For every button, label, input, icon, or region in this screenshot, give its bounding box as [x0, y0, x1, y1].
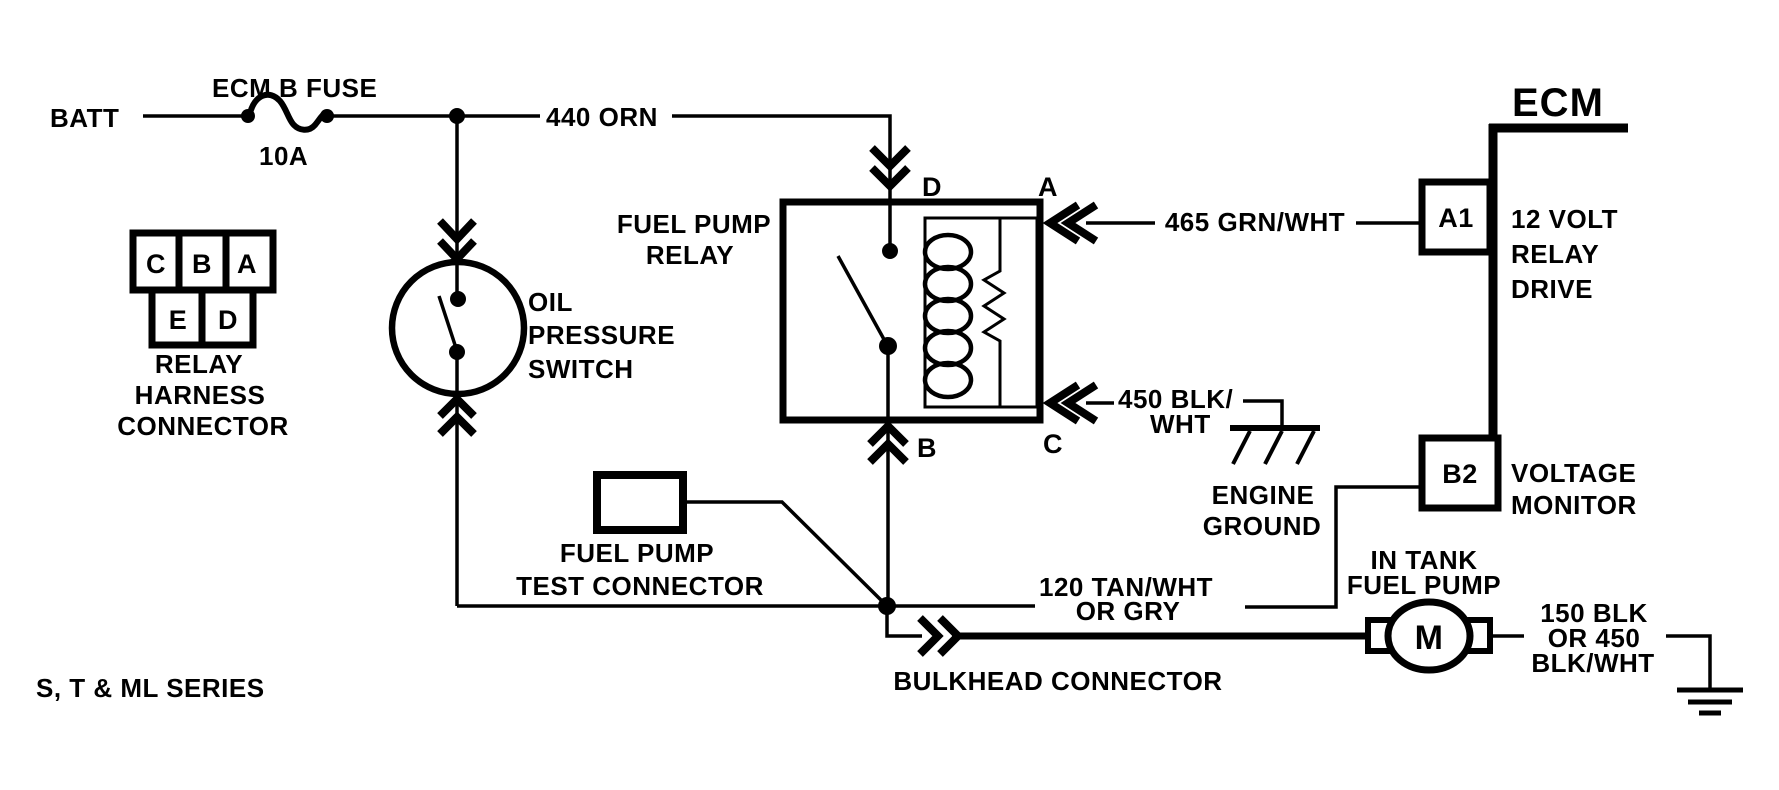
ecm-a1-function-line1: 12 VOLT — [1511, 204, 1618, 234]
relay-coil-loop — [922, 296, 974, 336]
harness-pin-c: C — [146, 249, 166, 279]
relay-resistor — [981, 218, 1007, 407]
relay-contact-top — [882, 243, 898, 259]
relay-label-line1: FUEL PUMP — [617, 209, 771, 239]
series-note: S, T & ML SERIES — [36, 673, 265, 703]
pump-motor-symbol: M — [1415, 619, 1444, 657]
wire-label-150-line2: OR 450 — [1548, 623, 1641, 653]
connector-chevron-up-icon — [437, 411, 477, 437]
bulkhead-connector-label: BULKHEAD CONNECTOR — [893, 666, 1222, 696]
relay-terminal-a: A — [1038, 172, 1058, 202]
wire-150-to-ground — [1666, 634, 1712, 688]
test-connector-label-line1: FUEL PUMP — [560, 538, 714, 568]
wire-440-to-relay — [672, 114, 892, 200]
ecm-b2-function-line1: VOLTAGE — [1511, 458, 1636, 488]
switch-blade — [437, 295, 459, 352]
relay-coil-loop — [922, 232, 974, 272]
switch-contact-top — [450, 291, 466, 307]
fuel-pump-test-connector: FUEL PUMP TEST CONNECTOR — [516, 471, 888, 607]
ecm-pin-b2-box — [1418, 434, 1502, 512]
ecm-a1-function-line2: RELAY — [1511, 239, 1599, 269]
relay-switch-blade — [836, 255, 888, 344]
ecm-pin-a1-box — [1418, 178, 1494, 256]
wire-450-to-ground — [1243, 399, 1284, 426]
oil-switch-label-line2: PRESSURE — [528, 320, 675, 350]
harness-pin-d: D — [218, 305, 238, 335]
battery-label: BATT — [50, 103, 119, 133]
test-connector-body — [593, 471, 687, 534]
harness-pin-b: B — [192, 249, 212, 279]
engine-ground-label-line1: ENGINE — [1212, 480, 1315, 510]
connector-chevron-up-icon — [867, 420, 909, 447]
wire-label-450-line1: 450 BLK/ — [1118, 384, 1233, 414]
engine-ground-label-line2: GROUND — [1203, 511, 1322, 541]
harness-pin-e: E — [169, 305, 188, 335]
harness-label-line3: CONNECTOR — [117, 411, 289, 441]
wire-label-150-line1: 150 BLK — [1540, 598, 1648, 628]
harness-top-dividers — [175, 233, 230, 290]
wire-label-450-line2: WHT — [1150, 409, 1211, 439]
relay-terminal-c: C — [1043, 429, 1063, 459]
connector-chevron-up-icon — [437, 393, 477, 419]
connector-chevron-down-icon — [869, 165, 911, 192]
harness-label-line1: RELAY — [155, 349, 243, 379]
oil-switch-label-line3: SWITCH — [528, 354, 634, 384]
fuel-pump-label-line1: IN TANK — [1370, 545, 1477, 575]
ecm-a1-function-line3: DRIVE — [1511, 274, 1593, 304]
engine-ground-hatches — [1231, 430, 1316, 465]
connector-chevron-down-icon — [437, 218, 477, 245]
fuse-name: ECM B FUSE — [212, 73, 377, 103]
fuel-pump-label-line2: FUEL PUMP — [1347, 570, 1501, 600]
wire-label-440-orn: 440 ORN — [546, 102, 658, 132]
ecm-b2-function-line2: MONITOR — [1511, 490, 1637, 520]
wire-label-465-grn-wht: 465 GRN/WHT — [1165, 207, 1345, 237]
connector-chevron-down-icon — [869, 145, 911, 172]
relay-coil-loop — [922, 360, 974, 400]
wire-label-120-line2: OR GRY — [1076, 596, 1181, 626]
connector-chevron-up-icon — [867, 438, 909, 465]
in-tank-fuel-pump: IN TANK FUEL PUMP M — [1347, 545, 1501, 674]
pump-motor-body — [1384, 598, 1474, 674]
oil-switch-label-line1: OIL — [528, 287, 573, 317]
relay-terminal-d: D — [922, 172, 942, 202]
connector-chevron-left-icon — [1060, 381, 1099, 425]
connector-chevron-left-icon — [1042, 381, 1081, 425]
chassis-ground-symbol — [1666, 634, 1743, 716]
wire-label-120-line1: 120 TAN/WHT — [1039, 572, 1213, 602]
relay-harness-connector: C B A E D RELAY HARNESS CONNECTOR — [117, 229, 289, 441]
wire-label-150-line3: BLK/WHT — [1531, 648, 1654, 678]
connector-chevron-right-icon — [917, 615, 944, 657]
fuel-pump-relay: FUEL PUMP RELAY D A — [617, 172, 1058, 424]
harness-label-line2: HARNESS — [135, 380, 266, 410]
connector-chevron-left-icon — [1060, 201, 1099, 245]
relay-label-line2: RELAY — [646, 240, 734, 270]
engine-ground-symbol: ENGINE GROUND — [1203, 399, 1322, 541]
ecm-pin-b2: B2 — [1442, 459, 1478, 489]
harness-pin-a: A — [237, 249, 257, 279]
wire-test-connector — [683, 500, 888, 607]
fuse-rating: 10A — [259, 141, 308, 171]
fuse-element-icon — [247, 91, 327, 133]
wire-120-to-b2 — [1245, 485, 1422, 609]
connector-chevron-left-icon — [1042, 201, 1081, 245]
relay-terminal-b: B — [917, 433, 937, 463]
test-connector-label-line2: TEST CONNECTOR — [516, 571, 764, 601]
relay-coil-loop — [922, 264, 974, 304]
ecm-module: ECM A1 12 VOLT RELAY DRIVE B2 VOLTAGE MO… — [1418, 81, 1637, 520]
relay-coil-frame — [923, 216, 1039, 409]
relay-coil-loop — [922, 328, 974, 368]
relay-body — [779, 198, 1044, 424]
ecm-title: ECM — [1512, 81, 1604, 125]
oil-pressure-switch: OIL PRESSURE SWITCH — [388, 116, 675, 606]
ecm-pin-a1: A1 — [1438, 203, 1474, 233]
wire-junction-to-bulkhead — [885, 606, 922, 638]
